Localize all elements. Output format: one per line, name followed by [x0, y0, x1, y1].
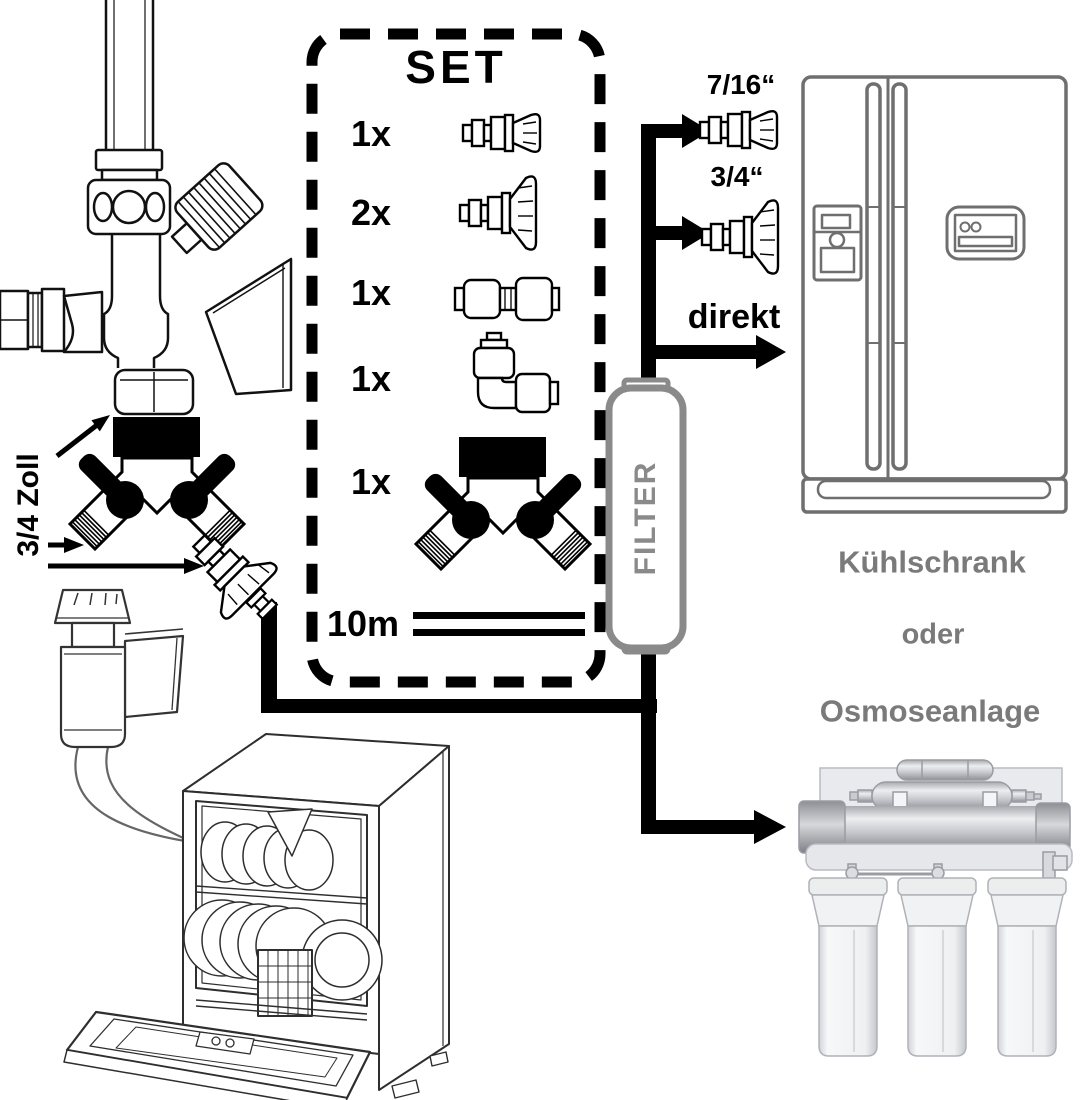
arrow-to-3-4-fitting [682, 216, 710, 250]
branch-label-direct: direkt [687, 298, 781, 336]
osmosis-canister-1 [808, 877, 888, 1057]
set-items [413, 112, 592, 636]
set-item-two-way-valve [414, 435, 592, 571]
osmosis-canister-3 [987, 877, 1067, 1057]
splitter-feed-line [261, 602, 277, 713]
set-item-adapter-small [461, 112, 542, 154]
destination-or-label: oder [901, 618, 965, 651]
arrow-to-osmosis [754, 810, 786, 844]
branch-label-3-4: 3/4“ [710, 161, 764, 192]
set-item-straight-connector [453, 276, 561, 322]
filter-cartridge [605, 377, 687, 655]
two-way-valve-main [68, 415, 246, 551]
set-item-elbow-connector [472, 331, 560, 414]
zoll-label-arrows [48, 415, 204, 574]
set-count-tubing: 10m [326, 603, 400, 644]
set-count-5: 1x [350, 461, 392, 502]
osmosis-canister-2 [897, 877, 977, 1057]
aerator-cone [204, 257, 293, 396]
adapter-on-splitter [171, 513, 280, 622]
set-title: SET [405, 41, 507, 93]
tap-size-label: 3/4 Zoll [12, 453, 45, 557]
destination-fridge-label: Kühlschrank [838, 544, 1026, 580]
fitting-7-16 [698, 109, 779, 151]
osmosis-system-drawing [798, 759, 1073, 1057]
dishwasher-drawing [63, 733, 450, 1100]
arrow-direct-to-fridge [756, 335, 786, 369]
fitting-3-4 [700, 199, 780, 275]
filter-label: FILTER [629, 460, 662, 576]
filter-outlet-line [641, 640, 656, 834]
control-panel [945, 205, 1026, 261]
cutlery-basket [257, 949, 313, 1017]
set-count-4: 1x [350, 358, 392, 399]
trunk-line [641, 124, 656, 390]
tap-assembly-drawing [0, 0, 293, 416]
knurled-knob [170, 162, 264, 255]
set-count-3: 1x [350, 272, 392, 313]
destination-osmosis-label: Osmoseanlage [819, 693, 1041, 729]
set-count-1: 1x [350, 113, 392, 154]
branch-label-7-16: 7/16“ [706, 69, 776, 100]
set-item-adapter-large [458, 175, 538, 251]
water-dispenser [812, 204, 863, 282]
set-box-outline [306, 28, 606, 688]
refrigerator-drawing [801, 75, 1068, 514]
connection-lines [261, 114, 786, 844]
arrow-to-7-16-fitting [682, 114, 710, 148]
fridge-handle-right [891, 82, 908, 471]
membrane-cylinder [838, 806, 1040, 848]
set-count-2: 2x [350, 192, 392, 233]
set-item-tubing [413, 612, 585, 636]
fridge-handle-left [865, 82, 882, 471]
